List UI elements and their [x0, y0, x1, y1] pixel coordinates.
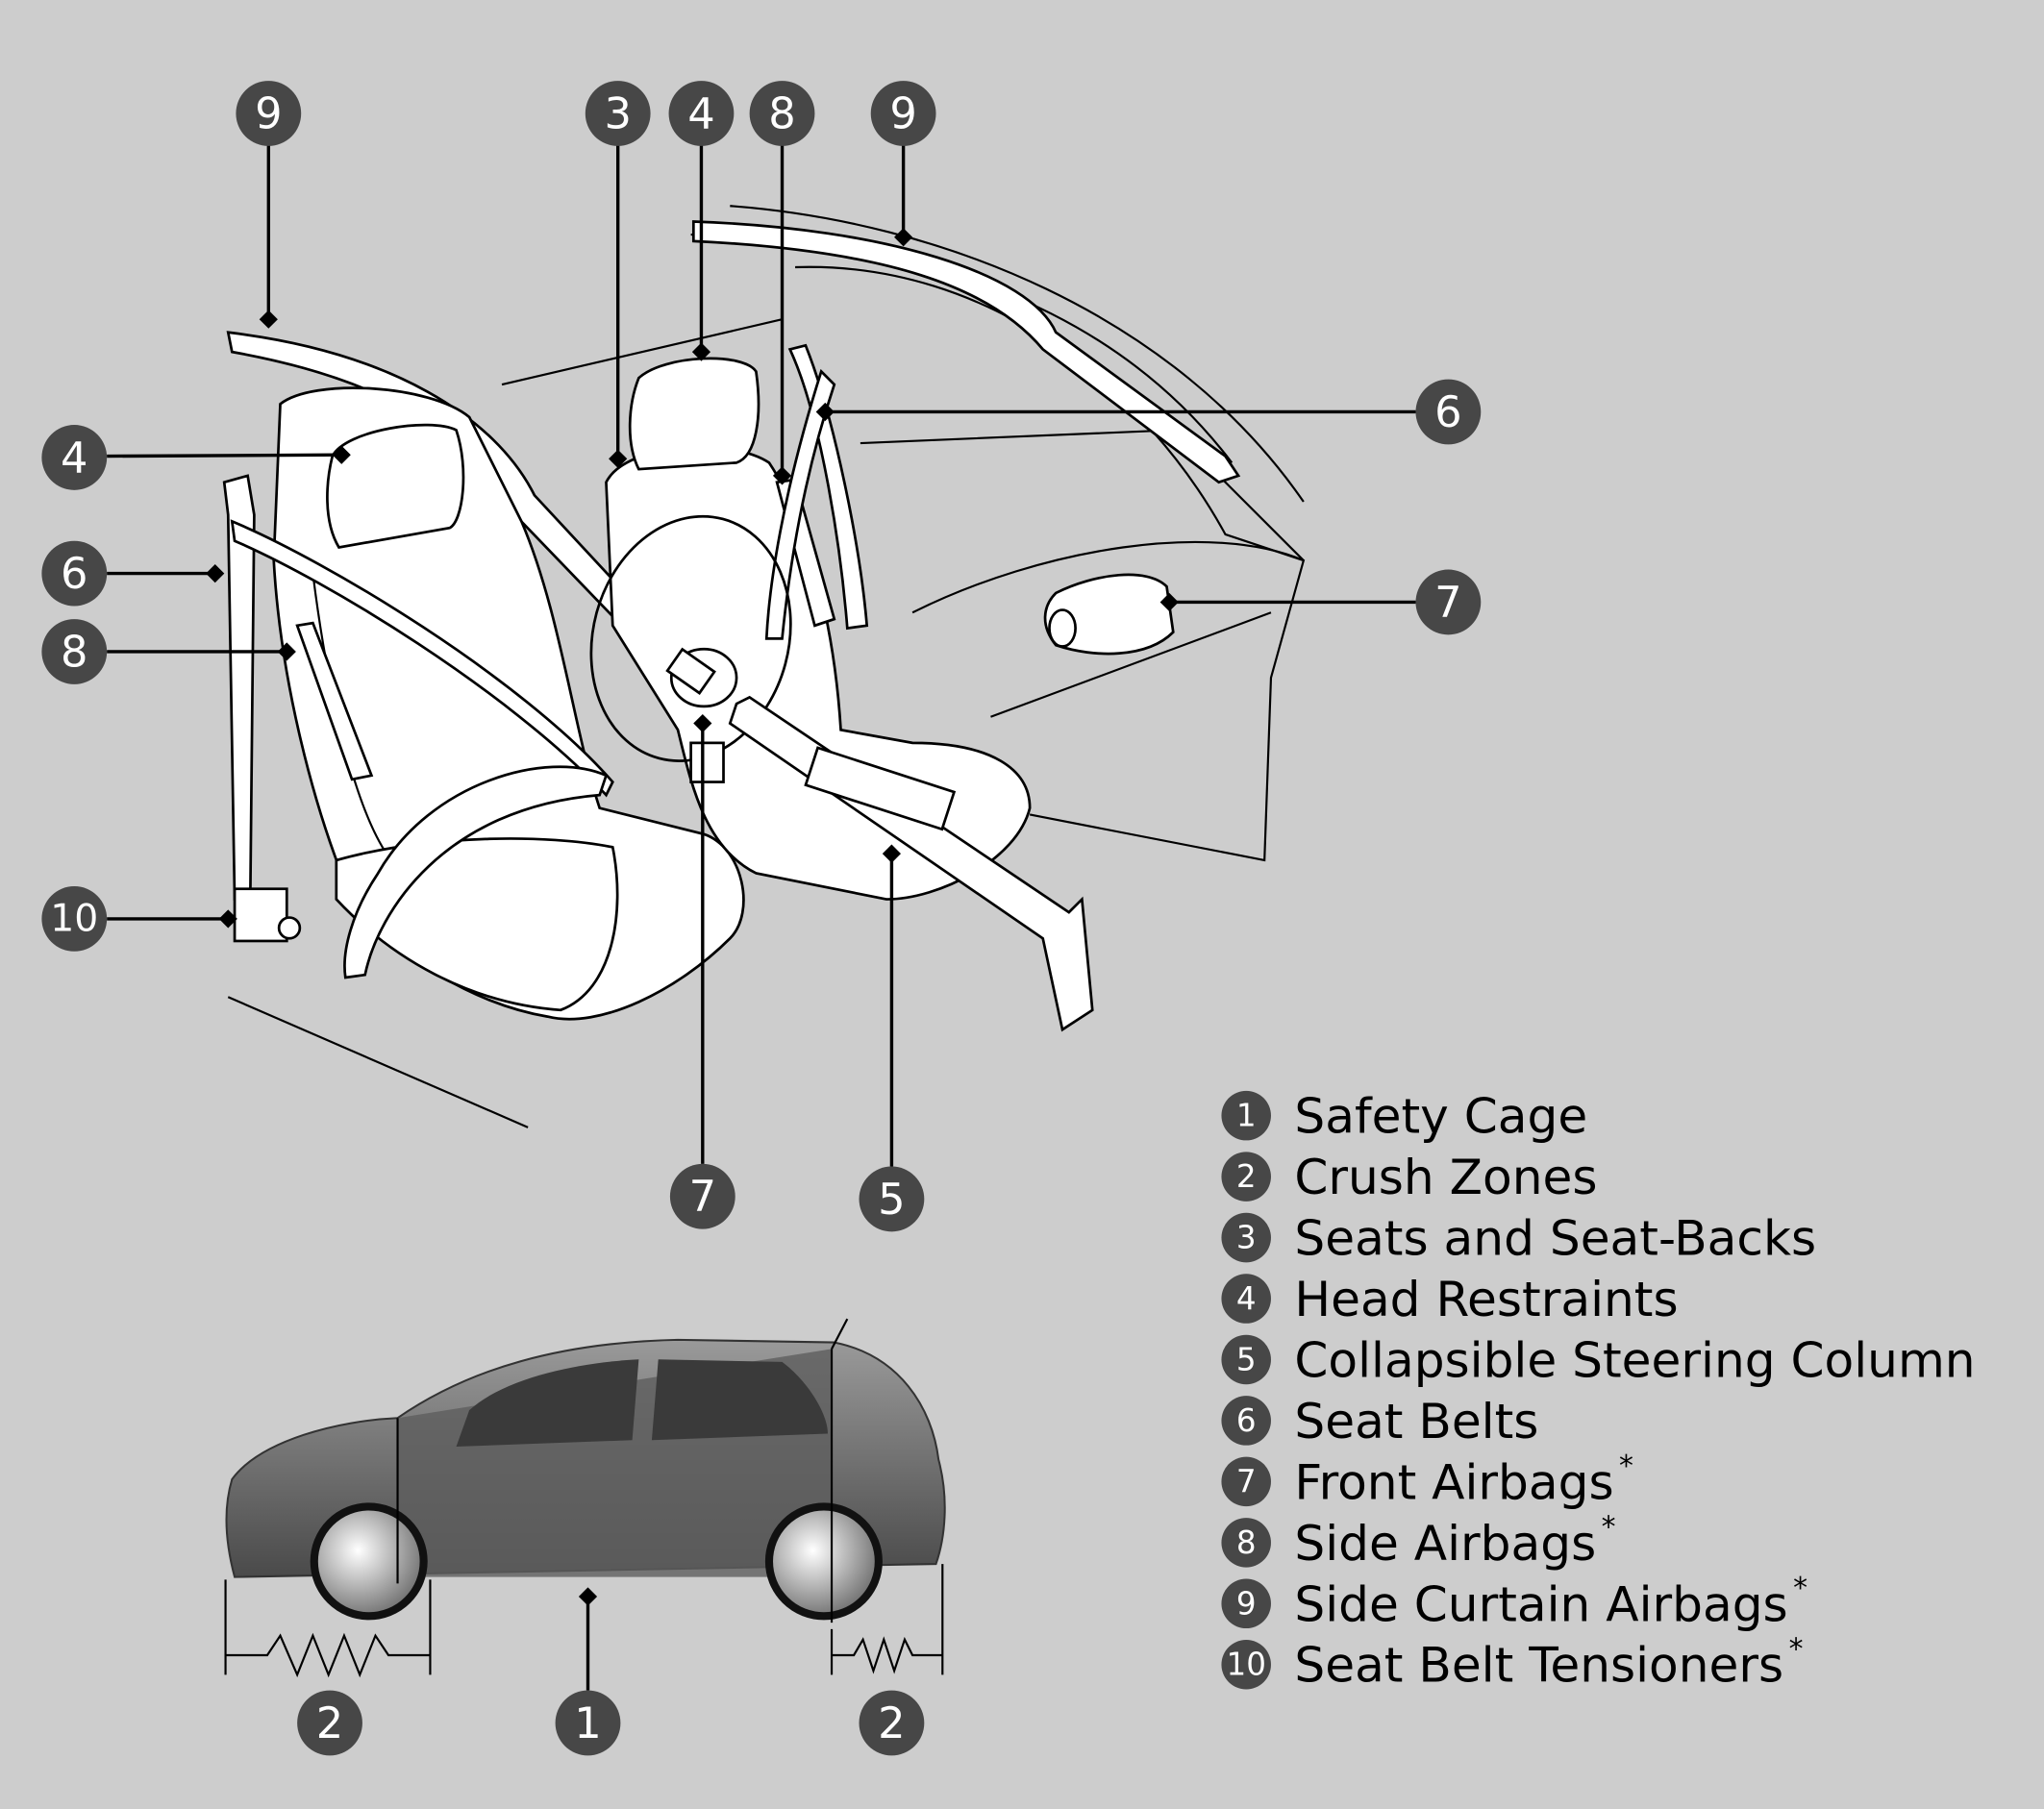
legend-label: Seat Belt Tensioners* [1294, 1632, 1803, 1693]
legend-item: 7 Front Airbags* [1221, 1450, 1633, 1510]
legend-number: 1 [1236, 1098, 1257, 1134]
legend-number: 2 [1236, 1158, 1257, 1195]
callout-car-front-2: 2 [297, 1690, 362, 1756]
legend-number-badge [1221, 1518, 1271, 1568]
legend-item: 5 Collapsible Steering Column [1221, 1331, 1976, 1388]
callout-top-right-9: 9 [870, 81, 936, 146]
legend-number: 5 [1236, 1341, 1257, 1377]
svg-text:1: 1 [574, 1697, 601, 1748]
legend-label: Seats and Seat-Backs [1294, 1209, 1816, 1266]
legend-label: Side Curtain Airbags* [1294, 1572, 1807, 1632]
callout-left-10: 10 [41, 886, 108, 952]
legend-label: Seat Belts [1294, 1392, 1538, 1449]
footnote-asterisk: * [1789, 1632, 1804, 1666]
legend: 1 Safety Cage 2 Crush Zones 3 Seats and Seat-… [1221, 1087, 1976, 1693]
legend-number-badge [1221, 1152, 1271, 1202]
legend-number-badge [1221, 1396, 1271, 1446]
legend-item: 2 Crush Zones [1221, 1149, 1598, 1205]
legend-item: 4 Head Restraints [1221, 1271, 1679, 1327]
car-side-illustration [224, 1318, 946, 1678]
svg-text:7: 7 [689, 1171, 716, 1222]
legend-number-badge [1221, 1639, 1271, 1690]
svg-text:4: 4 [687, 87, 714, 138]
svg-text:2: 2 [316, 1697, 343, 1748]
callout-bottom-7: 7 [669, 1163, 735, 1229]
legend-label: Front Airbags* [1294, 1450, 1633, 1510]
legend-number: 8 [1236, 1524, 1257, 1561]
legend-number-badge [1221, 1578, 1271, 1629]
legend-number: 9 [1236, 1585, 1257, 1622]
svg-text:7: 7 [1434, 577, 1461, 628]
legend-item: 8 Side Airbags* [1221, 1510, 1616, 1571]
svg-text:8: 8 [768, 87, 795, 138]
legend-item: 3 Seats and Seat-Backs [1221, 1209, 1816, 1266]
footnote-asterisk: * [1619, 1450, 1633, 1483]
legend-label: Crush Zones [1294, 1149, 1597, 1205]
svg-text:3: 3 [604, 87, 631, 138]
legend-label: Collapsible Steering Column [1294, 1331, 1975, 1388]
leader-lines [107, 143, 1416, 1691]
callout-left-4: 4 [41, 425, 108, 490]
legend-number-badge [1221, 1334, 1271, 1385]
svg-text:6: 6 [61, 548, 87, 599]
legend-label: Side Airbags* [1294, 1510, 1615, 1571]
footnote-asterisk: * [1602, 1510, 1616, 1544]
interior-illustration [222, 205, 1306, 1128]
legend-item: 1 Safety Cage [1221, 1087, 1587, 1144]
legend-number: 6 [1236, 1402, 1257, 1439]
legend-number-badge [1221, 1456, 1271, 1507]
legend-number: 10 [1227, 1647, 1266, 1683]
legend-number-badge [1221, 1212, 1271, 1263]
callout-right-6: 6 [1415, 379, 1482, 445]
svg-text:8: 8 [61, 626, 87, 677]
svg-text:10: 10 [50, 897, 98, 940]
callout-car-cage-1: 1 [555, 1690, 621, 1756]
callout-top-8: 8 [749, 81, 815, 146]
footnote-asterisk: * [1793, 1572, 1807, 1605]
svg-text:6: 6 [1434, 386, 1461, 437]
legend-number-badge [1221, 1274, 1271, 1324]
callout-right-7: 7 [1415, 569, 1482, 635]
legend-number: 3 [1236, 1220, 1257, 1256]
callout-left-6: 6 [41, 540, 108, 607]
svg-text:4: 4 [61, 432, 87, 483]
callout-car-rear-2: 2 [859, 1690, 925, 1756]
svg-text:9: 9 [255, 87, 282, 138]
callout-top-3: 3 [585, 81, 651, 146]
svg-text:5: 5 [878, 1174, 905, 1225]
callout-left-8: 8 [41, 619, 108, 684]
svg-text:9: 9 [889, 87, 916, 138]
legend-label: Head Restraints [1294, 1271, 1678, 1327]
legend-item: 10 Seat Belt Tensioners* [1221, 1632, 1804, 1693]
legend-number: 7 [1236, 1463, 1257, 1499]
svg-text:2: 2 [878, 1697, 905, 1748]
legend-number-badge [1221, 1090, 1271, 1141]
callout-top-4: 4 [668, 81, 735, 146]
legend-label: Safety Cage [1294, 1087, 1587, 1144]
callout-bottom-5: 5 [859, 1166, 925, 1232]
legend-item: 9 Side Curtain Airbags* [1221, 1572, 1807, 1632]
callout-top-left-9: 9 [236, 81, 302, 146]
legend-number: 4 [1236, 1280, 1257, 1317]
legend-item: 6 Seat Belts [1221, 1392, 1538, 1449]
